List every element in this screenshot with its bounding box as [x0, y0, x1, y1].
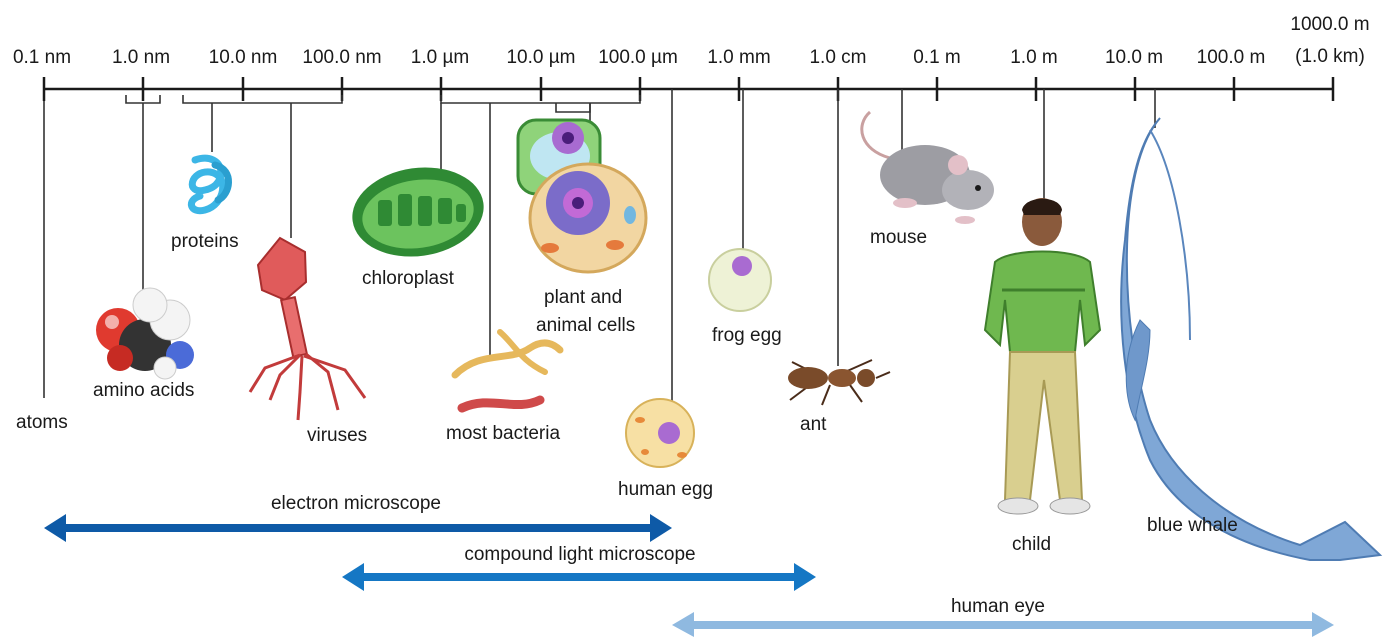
label-amino-acids: amino acids [93, 380, 194, 401]
protein-icon [191, 158, 228, 210]
animal-cell-icon [530, 164, 646, 272]
tick-label: 10.0 nm [209, 47, 278, 68]
label-human-eye: human eye [951, 596, 1045, 617]
scale-tick-labels: 0.1 nm 1.0 nm 10.0 nm 100.0 nm 1.0 µm 10… [13, 14, 1370, 68]
tick-label: 1.0 nm [112, 47, 170, 68]
label-child: child [1012, 534, 1051, 555]
label-human-egg: human egg [618, 479, 713, 500]
tick-label: 1.0 mm [707, 47, 770, 68]
child-icon [985, 198, 1100, 514]
tick-label: 0.1 m [913, 47, 961, 68]
label-compound-light-microscope: compound light microscope [464, 544, 695, 565]
scale-axis [44, 77, 1334, 101]
label-most-bacteria: most bacteria [446, 423, 560, 444]
tick-label: 1.0 µm [411, 47, 469, 68]
human-egg-icon [626, 399, 694, 467]
bacteria-icon [455, 332, 560, 408]
tick-label: 1000.0 m [1290, 14, 1369, 35]
label-atoms: atoms [16, 412, 68, 433]
human-eye-range: human eye [672, 596, 1334, 637]
tick-label: 10.0 µm [506, 47, 575, 68]
label-ant: ant [800, 414, 827, 435]
tick-label: 10.0 m [1105, 47, 1163, 68]
tick-label: (1.0 km) [1295, 46, 1365, 67]
virus-icon [250, 238, 365, 420]
label-blue-whale: blue whale [1147, 515, 1238, 536]
tick-label: 100.0 µm [598, 47, 678, 68]
mouse-icon [862, 112, 994, 224]
electron-microscope-range: electron microscope [44, 493, 672, 542]
label-mouse: mouse [870, 227, 927, 248]
label-proteins: proteins [171, 231, 239, 252]
tick-label: 100.0 nm [302, 47, 381, 68]
label-chloroplast: chloroplast [362, 268, 455, 289]
tick-label: 1.0 cm [809, 47, 866, 68]
label-viruses: viruses [307, 425, 367, 446]
label-electron-microscope: electron microscope [271, 493, 441, 514]
tick-label: 1.0 m [1010, 47, 1058, 68]
frog-egg-icon [709, 249, 771, 311]
tick-label: 100.0 m [1197, 47, 1266, 68]
label-frog-egg: frog egg [712, 325, 782, 346]
chloroplast-icon [347, 159, 490, 265]
amino-acid-icon [96, 288, 194, 379]
blue-whale-icon [1121, 118, 1380, 560]
label-cells-line2: animal cells [536, 315, 635, 336]
tick-label: 0.1 nm [13, 47, 71, 68]
label-cells-line1: plant and [544, 287, 622, 308]
ant-icon [788, 360, 890, 405]
compound-light-microscope-range: compound light microscope [342, 544, 816, 591]
